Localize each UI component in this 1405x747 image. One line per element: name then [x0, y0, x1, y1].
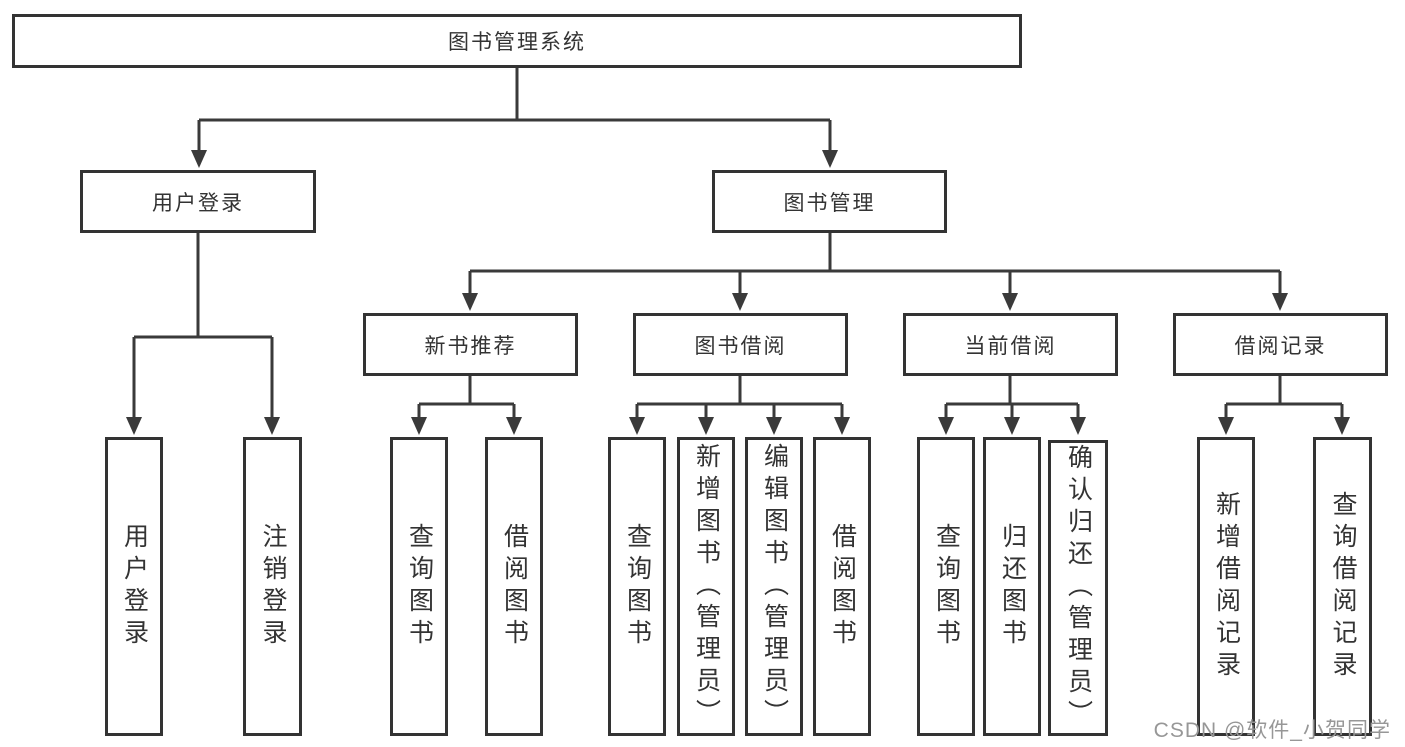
leaf-query-books-3: 查询图书 [917, 437, 975, 736]
leaf-query-books-2: 查询图书 [608, 437, 666, 736]
node-book-borrowing: 图书借阅 [633, 313, 848, 376]
node-user-login: 用户登录 [80, 170, 316, 233]
leaf-add-books-admin: 新增图书（管理员） [677, 437, 735, 736]
leaf-confirm-return-admin: 确认归还（管理员） [1048, 440, 1108, 736]
node-borrowing-records: 借阅记录 [1173, 313, 1388, 376]
leaf-query-borrow-record: 查询借阅记录 [1313, 437, 1372, 736]
leaf-return-books: 归还图书 [983, 437, 1041, 736]
leaf-logout: 注销登录 [243, 437, 302, 736]
node-library-management-system: 图书管理系统 [12, 14, 1022, 68]
leaf-user-login: 用户登录 [105, 437, 163, 736]
leaf-add-borrow-record: 新增借阅记录 [1197, 437, 1255, 736]
leaf-borrow-books-1: 借阅图书 [485, 437, 543, 736]
leaf-borrow-books-2: 借阅图书 [813, 437, 871, 736]
leaf-edit-books-admin: 编辑图书（管理员） [745, 437, 803, 736]
node-book-management: 图书管理 [712, 170, 947, 233]
csdn-watermark: CSDN @软件_小贺同学 [1153, 719, 1391, 742]
node-new-book-recommendation: 新书推荐 [363, 313, 578, 376]
node-current-borrowing: 当前借阅 [903, 313, 1118, 376]
leaf-query-books-1: 查询图书 [390, 437, 448, 736]
